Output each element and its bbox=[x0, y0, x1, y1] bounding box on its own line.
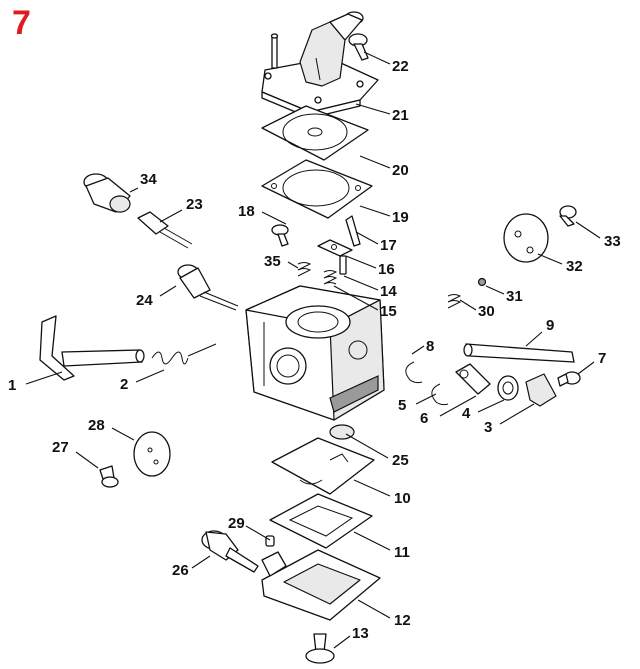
callout-18: 18 bbox=[238, 203, 255, 220]
callout-15: 15 bbox=[380, 303, 397, 320]
callout-4: 4 bbox=[462, 405, 471, 422]
callout-21: 21 bbox=[392, 107, 409, 124]
lever-part-6 bbox=[455, 363, 491, 395]
screw-part-18 bbox=[271, 224, 289, 247]
lever-part-16 bbox=[317, 239, 353, 257]
spring-part-35 bbox=[297, 262, 312, 277]
clip-part-8 bbox=[405, 361, 423, 384]
plate-part-32 bbox=[503, 213, 549, 263]
spring-part-30 bbox=[447, 294, 462, 309]
plate-part-28 bbox=[133, 431, 171, 477]
callout-20: 20 bbox=[392, 162, 409, 179]
gasket-part-11 bbox=[269, 493, 373, 549]
callout-13: 13 bbox=[352, 625, 369, 642]
callout-23: 23 bbox=[186, 196, 203, 213]
callout-9: 9 bbox=[546, 317, 554, 334]
callout-31: 31 bbox=[506, 288, 523, 305]
carburetor-body bbox=[245, 285, 385, 421]
callout-8: 8 bbox=[426, 338, 434, 355]
diaphragm-part-20 bbox=[261, 105, 369, 161]
callout-35: 35 bbox=[264, 253, 281, 270]
gasket-part-19 bbox=[261, 159, 373, 219]
spring-part-2 bbox=[151, 343, 217, 365]
callout-22: 22 bbox=[392, 58, 409, 75]
callout-labels: 1 2 3 4 5 6 7 8 9 10 11 12 13 14 15 16 1… bbox=[8, 58, 621, 642]
spring-part-15 bbox=[323, 270, 338, 285]
callout-30: 30 bbox=[478, 303, 495, 320]
callout-10: 10 bbox=[394, 490, 411, 507]
screw-part-7 bbox=[557, 371, 581, 387]
screw-part-22 bbox=[348, 33, 369, 61]
screw-part-27 bbox=[99, 465, 119, 488]
callout-16: 16 bbox=[378, 261, 395, 278]
needle-part-23 bbox=[137, 211, 193, 249]
leader-lines bbox=[25, 51, 601, 649]
callout-2: 2 bbox=[120, 376, 128, 393]
screw-part-26 bbox=[201, 530, 259, 573]
callout-6: 6 bbox=[420, 410, 428, 427]
pin-part-17 bbox=[345, 215, 361, 247]
callout-27: 27 bbox=[52, 439, 69, 456]
pin-part-29 bbox=[265, 535, 275, 547]
cover-part-21 bbox=[261, 11, 379, 119]
callout-29: 29 bbox=[228, 515, 245, 532]
cover-part-12 bbox=[261, 549, 381, 621]
callout-32: 32 bbox=[566, 258, 583, 275]
callout-1: 1 bbox=[8, 377, 16, 394]
callout-34: 34 bbox=[140, 171, 157, 188]
washer-part-4 bbox=[497, 375, 519, 401]
callout-33: 33 bbox=[604, 233, 621, 250]
screw-part-13 bbox=[305, 633, 335, 664]
cap-part-34 bbox=[83, 173, 131, 213]
page-number: 7 bbox=[12, 4, 31, 42]
callout-26: 26 bbox=[172, 562, 189, 579]
callout-25: 25 bbox=[392, 452, 409, 469]
knob-part-3 bbox=[525, 373, 557, 407]
clip-part-5 bbox=[431, 383, 449, 406]
callout-11: 11 bbox=[394, 544, 410, 561]
callout-12: 12 bbox=[394, 612, 411, 629]
callout-7: 7 bbox=[598, 350, 606, 367]
callout-5: 5 bbox=[398, 397, 406, 414]
screw-part-33 bbox=[559, 205, 577, 227]
diaphragm-part-10 bbox=[271, 437, 375, 495]
ball-part-31 bbox=[477, 277, 487, 287]
shaft-part-9 bbox=[463, 343, 575, 363]
callout-3: 3 bbox=[484, 419, 492, 436]
needle-part-24 bbox=[177, 264, 239, 311]
callout-24: 24 bbox=[136, 292, 153, 309]
callout-28: 28 bbox=[88, 417, 105, 434]
callout-14: 14 bbox=[380, 283, 397, 300]
needle-part-14 bbox=[339, 255, 347, 275]
callout-19: 19 bbox=[392, 209, 409, 226]
callout-17: 17 bbox=[380, 237, 397, 254]
lever-part-1 bbox=[39, 315, 145, 381]
